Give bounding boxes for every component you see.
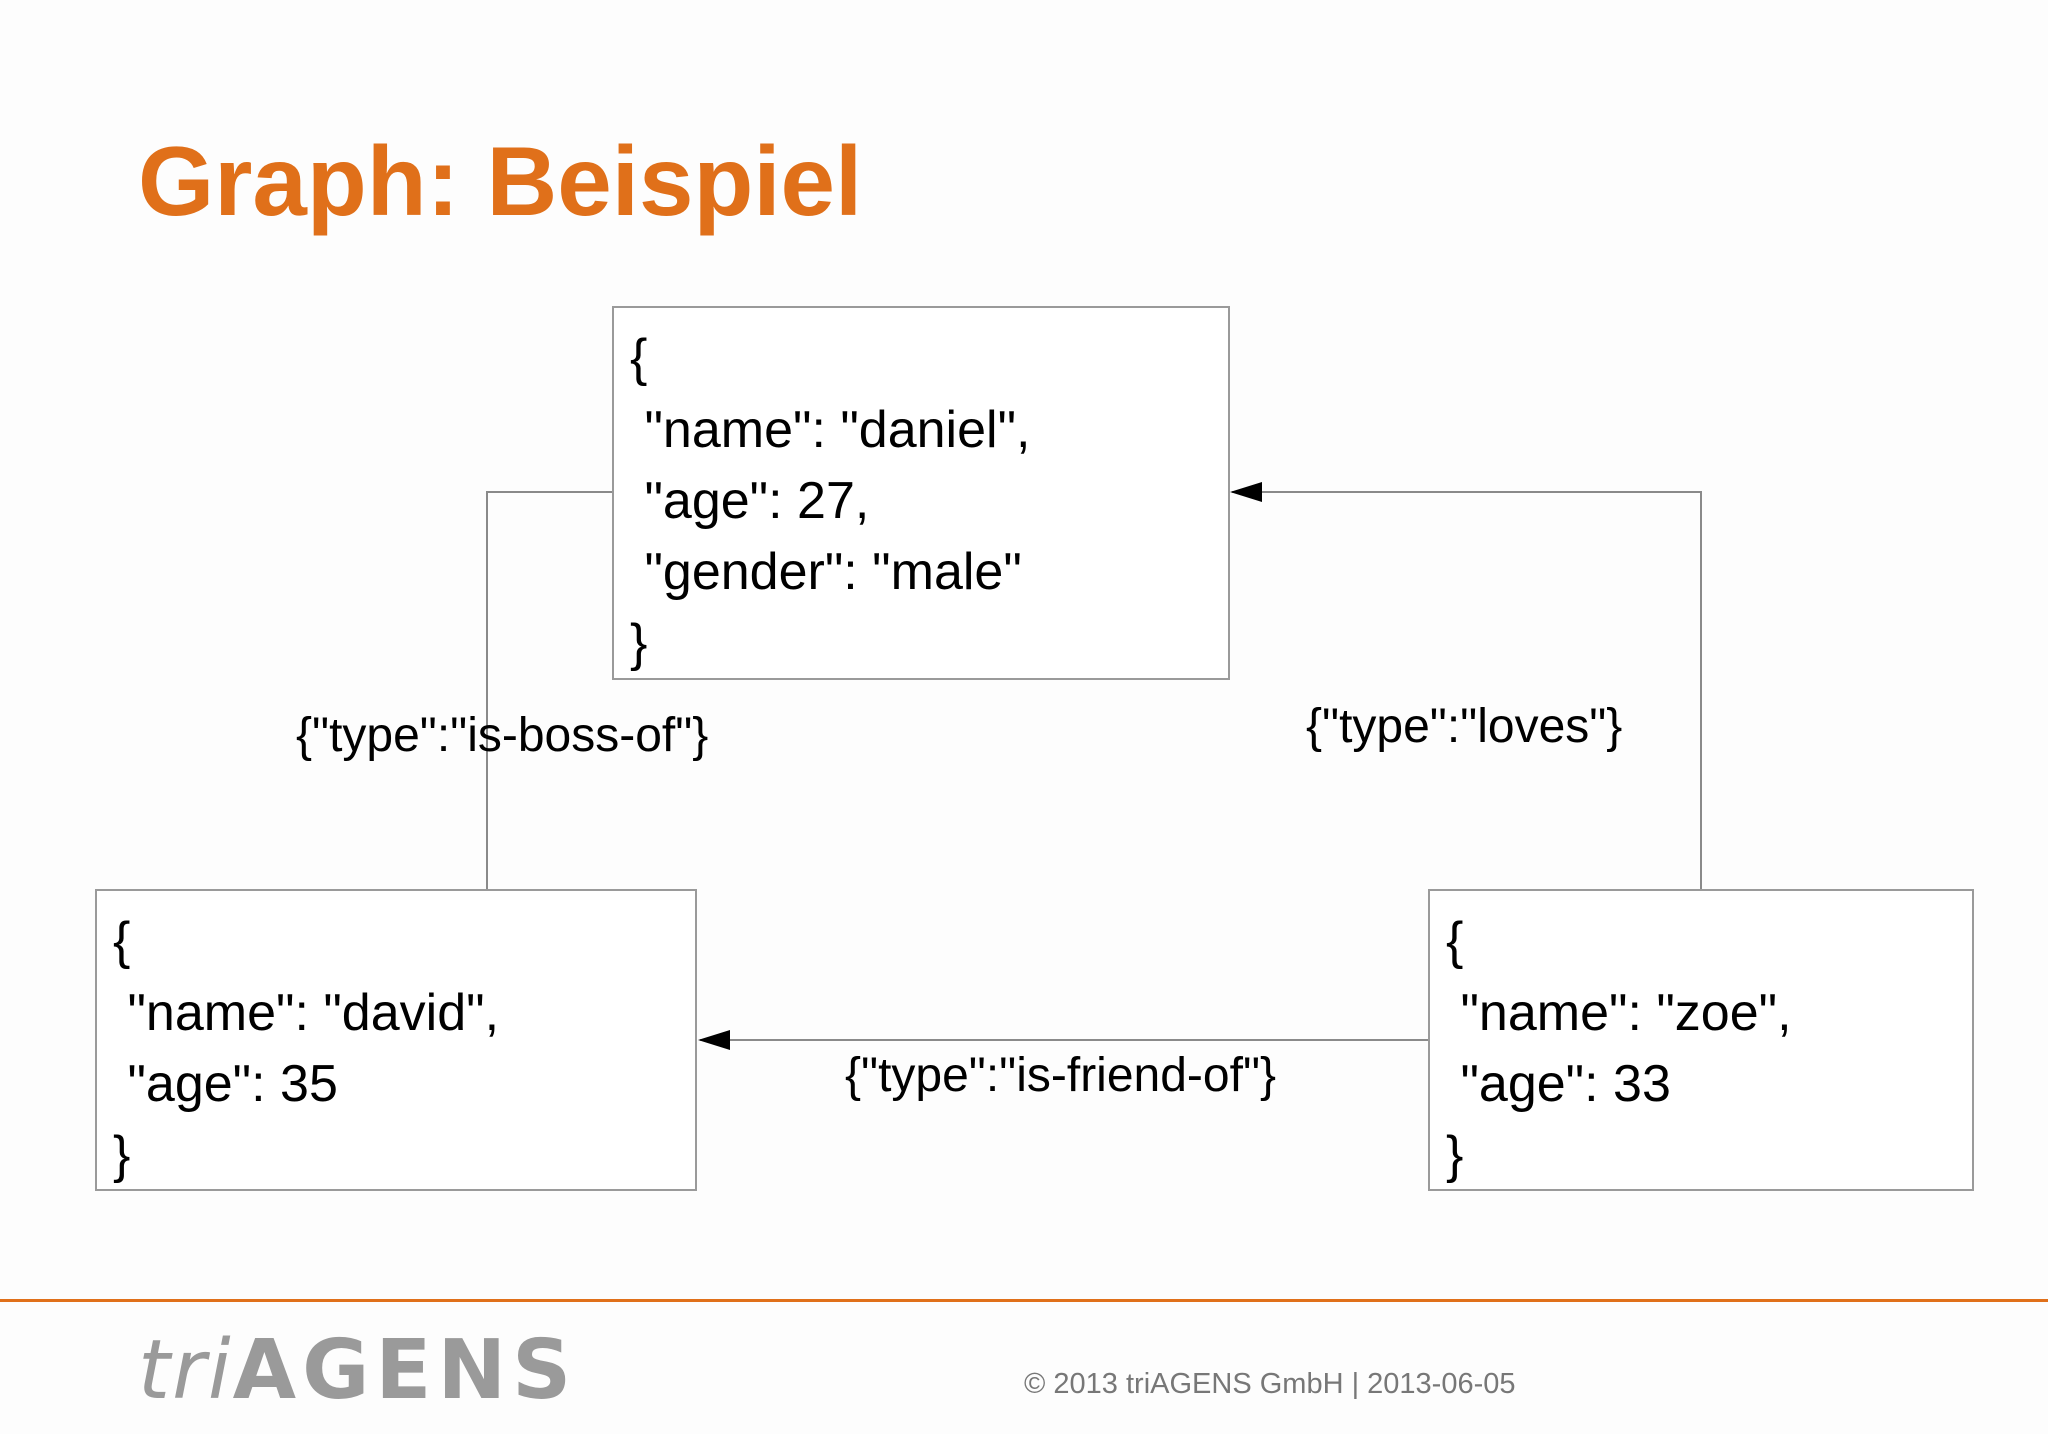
node-david-line: } bbox=[113, 1126, 131, 1184]
edge-boss-label: {"type":"is-boss-of"} bbox=[296, 709, 709, 762]
edge-loves-label: {"type":"loves"} bbox=[1306, 700, 1623, 753]
node-zoe-line: } bbox=[1446, 1126, 1464, 1184]
node-zoe-line: { bbox=[1446, 912, 1464, 970]
edge-friend-arrowhead bbox=[698, 1030, 730, 1050]
node-daniel-line: } bbox=[630, 614, 648, 672]
edge-boss-line bbox=[400, 491, 612, 909]
triagens-logo: triAGENS bbox=[138, 1330, 577, 1412]
node-zoe: { "name": "zoe", "age": 33 } bbox=[1428, 889, 1974, 1191]
node-david-line: { bbox=[113, 912, 131, 970]
edge-friend-label: {"type":"is-friend-of"} bbox=[845, 1049, 1277, 1102]
footer-copyright: © 2013 triAGENS GmbH | 2013-06-05 bbox=[1024, 1368, 1516, 1400]
node-daniel-line: "name": "daniel", bbox=[630, 401, 1031, 459]
edge-loves-arrowhead bbox=[1230, 482, 1262, 502]
node-daniel: { "name": "daniel", "age": 27, "gender":… bbox=[612, 306, 1230, 680]
node-daniel-line: { bbox=[630, 329, 648, 387]
node-david-line: "name": "david", bbox=[113, 984, 500, 1042]
node-david: { "name": "david", "age": 35 } bbox=[95, 889, 697, 1191]
logo-tri: tri bbox=[138, 1323, 233, 1418]
slide-title: Graph: Beispiel bbox=[138, 126, 863, 236]
node-zoe-line: "age": 33 bbox=[1446, 1055, 1671, 1113]
node-daniel-line: "gender": "male" bbox=[630, 543, 1022, 601]
edge-loves-line bbox=[1232, 491, 1702, 890]
node-zoe-line: "name": "zoe", bbox=[1446, 984, 1792, 1042]
node-daniel-line: "age": 27, bbox=[630, 472, 870, 530]
footer-divider bbox=[0, 1299, 2048, 1302]
node-david-line: "age": 35 bbox=[113, 1055, 338, 1113]
logo-agens: AGENS bbox=[232, 1323, 578, 1418]
